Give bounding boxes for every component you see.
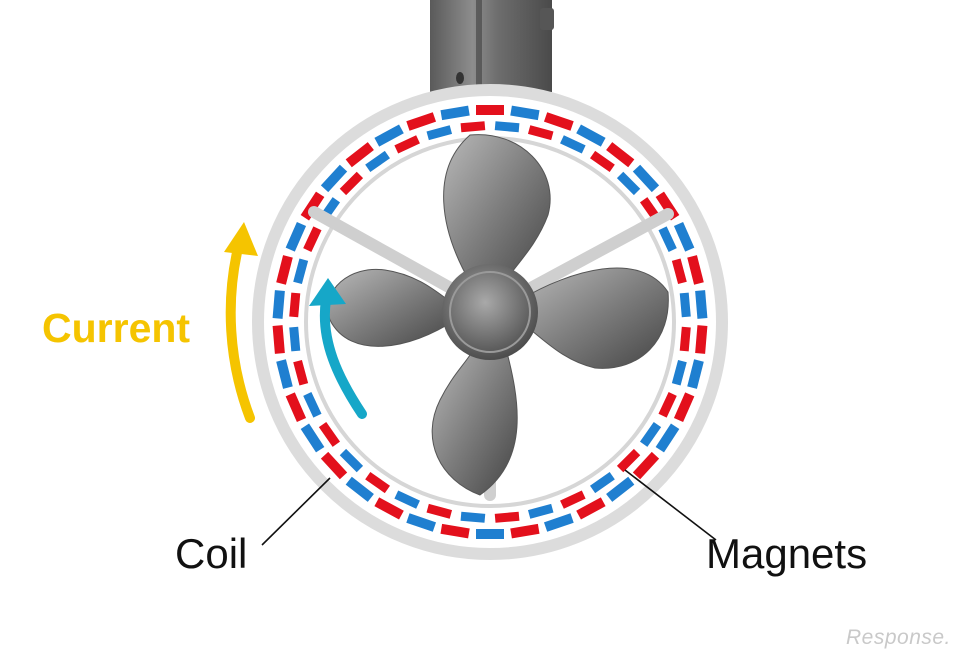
coil-label: Coil bbox=[175, 530, 248, 577]
coil-segment bbox=[285, 222, 307, 252]
magnet-segment bbox=[293, 258, 309, 285]
coil-segment bbox=[510, 523, 540, 539]
current-arrow-icon bbox=[224, 222, 258, 423]
coil-segment bbox=[673, 392, 695, 422]
magnet-ring bbox=[289, 121, 691, 523]
magnet-segment bbox=[426, 125, 453, 141]
coil-segment bbox=[576, 497, 606, 520]
coil-segment bbox=[606, 142, 635, 168]
coil-segment bbox=[632, 164, 660, 193]
current-label: Current bbox=[42, 305, 191, 351]
response-logo-icon: Response. bbox=[846, 626, 951, 649]
coil-segment bbox=[632, 451, 660, 480]
coil-segment bbox=[510, 105, 540, 121]
coil-leader-line bbox=[261, 477, 331, 546]
housing-ring bbox=[252, 84, 728, 560]
coil-segment bbox=[320, 451, 348, 480]
magnet-segment bbox=[293, 359, 309, 386]
magnet-segment bbox=[394, 135, 420, 154]
magnet-segment bbox=[394, 490, 420, 509]
magnet-segment bbox=[639, 422, 662, 447]
coil-segment bbox=[476, 105, 504, 115]
coil-segment bbox=[440, 523, 470, 539]
coil-segment bbox=[374, 497, 404, 520]
coil-segment bbox=[695, 290, 708, 319]
coil-segment bbox=[695, 325, 708, 354]
coil-segment bbox=[606, 476, 635, 502]
magnet-segment bbox=[527, 125, 554, 141]
magnet-segment bbox=[289, 292, 301, 318]
magnet-segment bbox=[560, 135, 586, 154]
magnets-leader-line bbox=[624, 469, 717, 541]
magnet-segment bbox=[339, 171, 364, 196]
rotation-arrow-icon bbox=[309, 278, 367, 419]
magnet-segment bbox=[527, 503, 554, 519]
magnets-label: Magnets bbox=[706, 530, 868, 577]
magnet-segment bbox=[658, 226, 677, 252]
coil-segment bbox=[687, 359, 704, 389]
coil-segment bbox=[374, 124, 404, 147]
coil-segment bbox=[476, 529, 504, 539]
coil-segment bbox=[320, 164, 348, 193]
magnet-segment bbox=[339, 448, 364, 473]
magnet-segment bbox=[616, 448, 641, 473]
magnet-segment bbox=[318, 422, 341, 447]
coil-segment bbox=[272, 290, 285, 319]
magnet-segment bbox=[679, 326, 691, 352]
coil-segment bbox=[406, 112, 437, 131]
coil-segment bbox=[300, 191, 325, 221]
coil-segment bbox=[673, 222, 695, 252]
magnet-segment bbox=[426, 503, 453, 519]
coil-segment bbox=[276, 255, 293, 285]
magnet-segment bbox=[590, 150, 615, 173]
propeller-hub bbox=[442, 264, 538, 360]
magnet-segment bbox=[560, 490, 586, 509]
coil-segment bbox=[300, 423, 325, 453]
magnet-segment bbox=[658, 392, 677, 418]
magnet-segment bbox=[616, 171, 641, 196]
coil-ring bbox=[272, 105, 708, 539]
propeller bbox=[327, 134, 669, 496]
magnet-segment bbox=[590, 471, 615, 494]
coil-segment bbox=[576, 124, 606, 147]
magnet-segment bbox=[460, 511, 486, 523]
magnet-segment bbox=[494, 121, 520, 133]
coil-segment bbox=[345, 476, 374, 502]
magnet-segment bbox=[679, 292, 691, 318]
coil-segment bbox=[272, 325, 285, 354]
magnet-segment bbox=[671, 258, 687, 285]
magnet-segment bbox=[494, 511, 520, 523]
coil-segment bbox=[406, 513, 437, 532]
coil-segment bbox=[345, 142, 374, 168]
magnet-segment bbox=[303, 392, 322, 418]
coil-segment bbox=[687, 255, 704, 285]
coil-segment bbox=[655, 423, 680, 453]
magnet-segment bbox=[289, 326, 301, 352]
coil-segment bbox=[543, 513, 574, 532]
magnet-segment bbox=[303, 226, 322, 252]
magnet-segment bbox=[365, 150, 390, 173]
magnet-segment bbox=[671, 359, 687, 386]
magnet-segment bbox=[365, 471, 390, 494]
coil-segment bbox=[543, 112, 574, 131]
shaft bbox=[430, 0, 554, 92]
coil-segment bbox=[285, 392, 307, 422]
magnet-segment bbox=[460, 121, 486, 133]
coil-segment bbox=[440, 105, 470, 121]
coil-segment bbox=[276, 359, 293, 389]
